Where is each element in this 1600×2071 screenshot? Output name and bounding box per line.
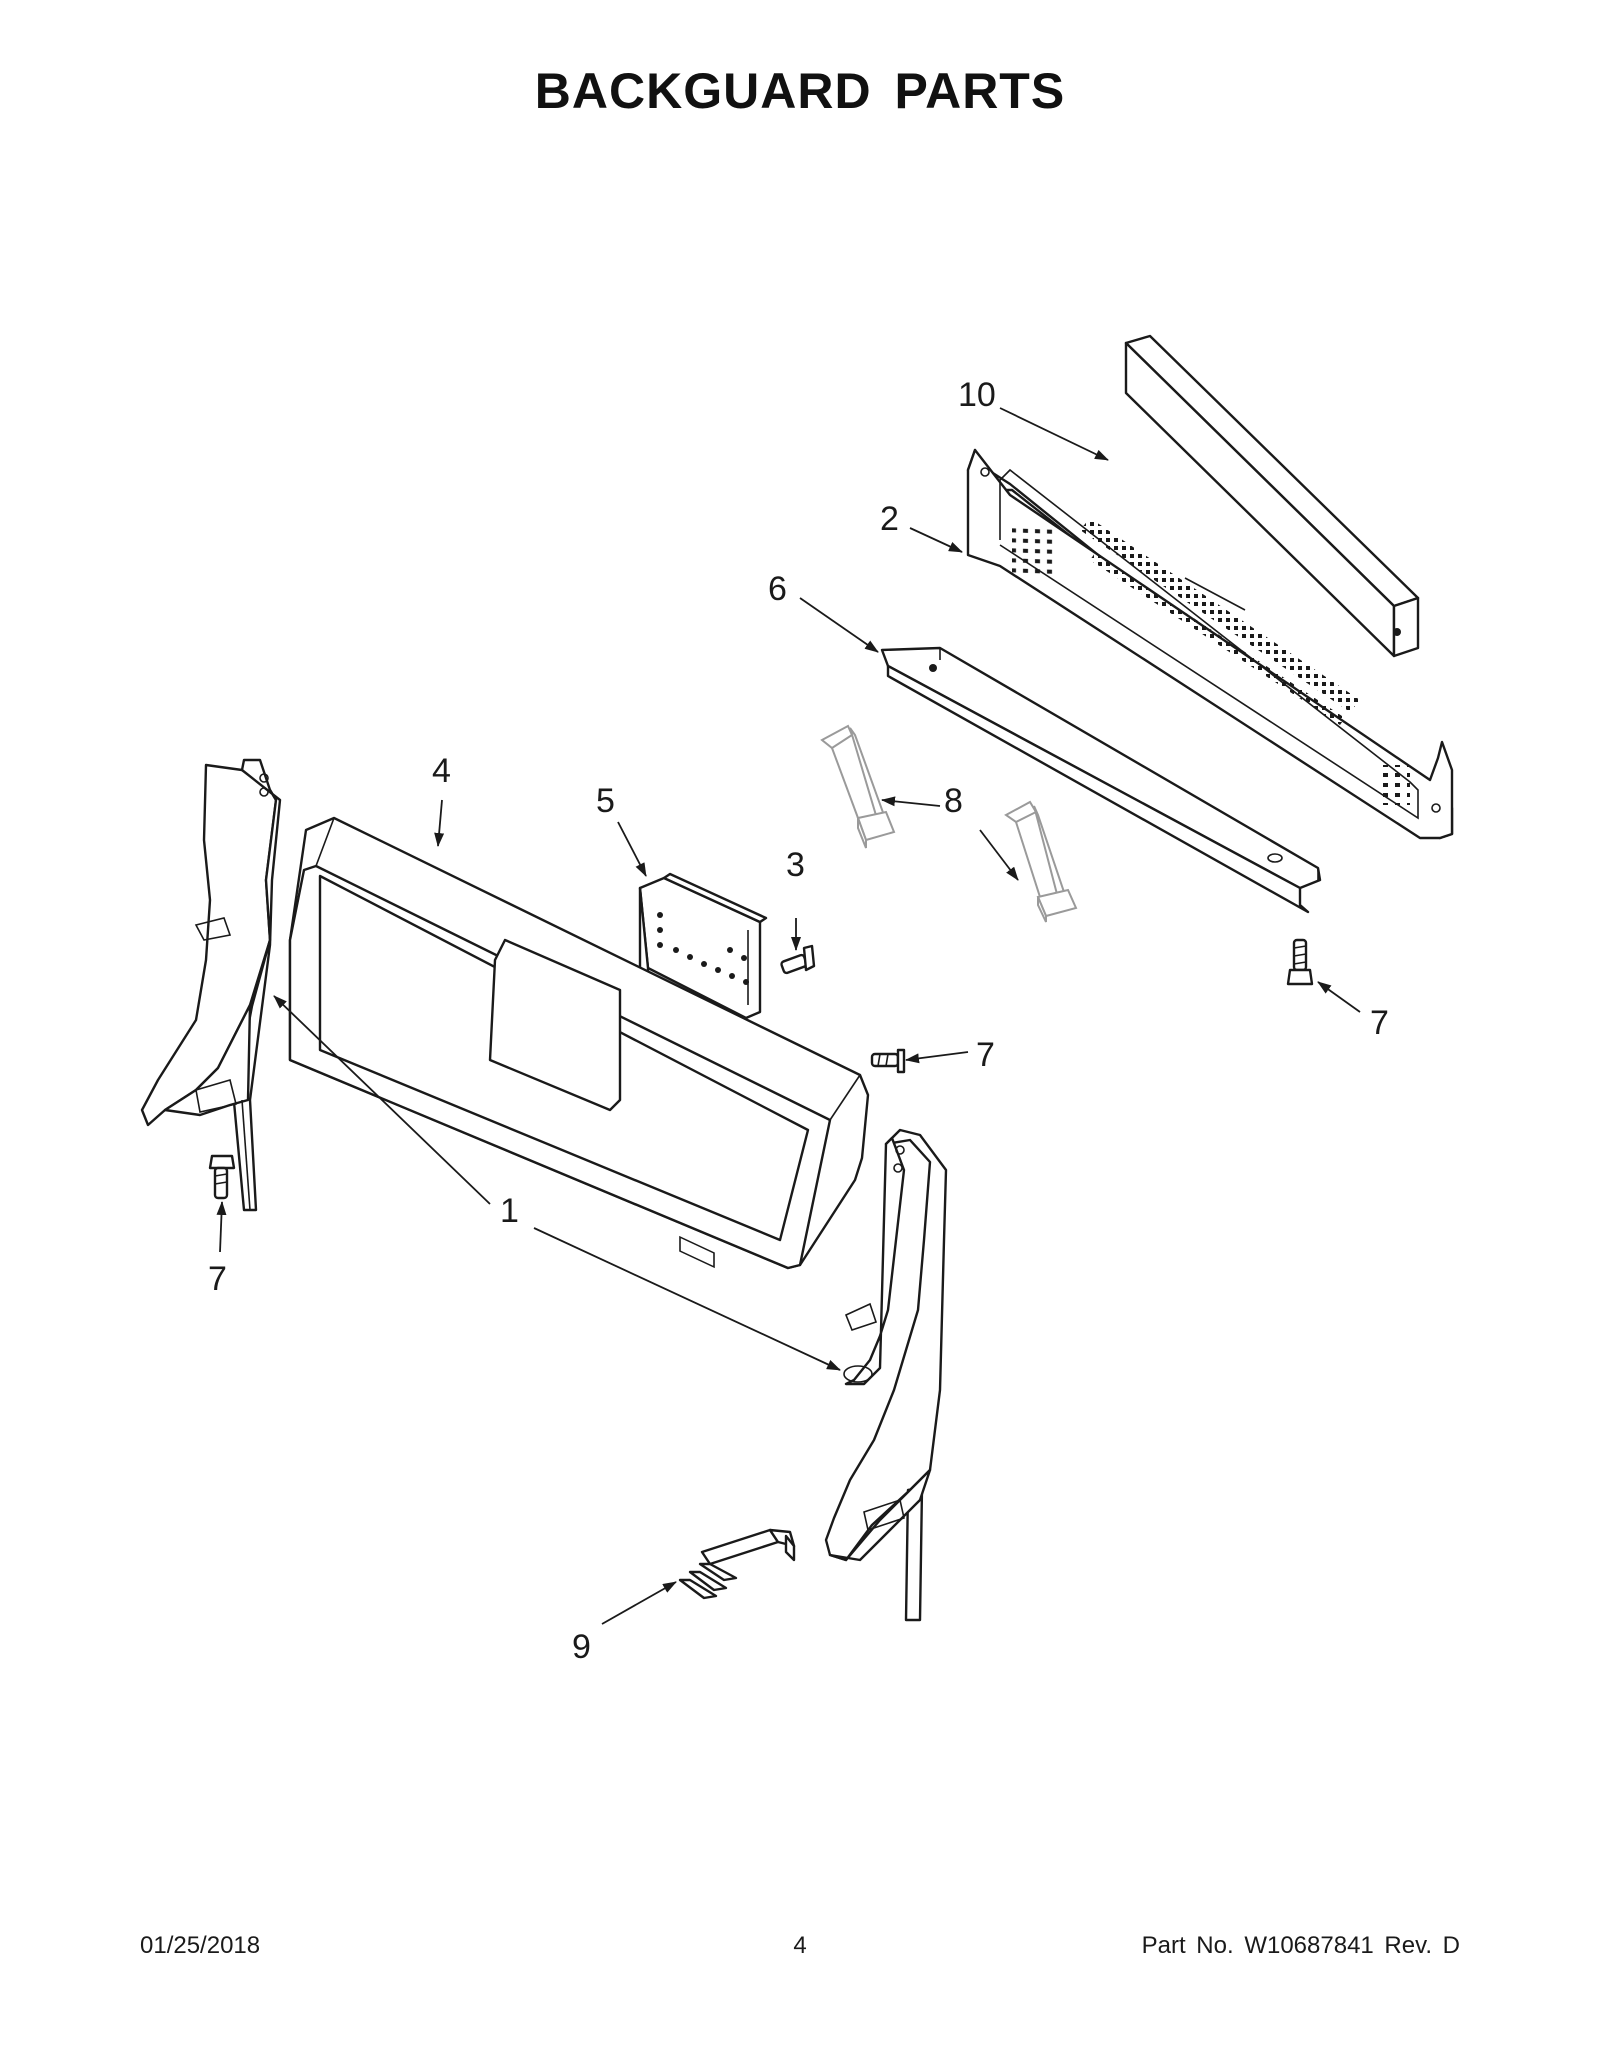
callout-7-right: 7 [1370,1004,1389,1042]
part-4-control-panel [288,816,870,1270]
part-7-screw-right [1286,938,1314,986]
leader-1-left [273,995,491,1205]
part-9-bracket-clip [678,1528,796,1600]
callout-3: 3 [786,846,805,884]
part-7-screw-middle [870,1048,906,1074]
callout-6: 6 [768,570,787,608]
leader-2 [909,527,963,553]
callout-1: 1 [500,1192,519,1230]
part-8-bracket-left [820,724,896,849]
leader-lines [216,407,1361,1625]
part-2-rear-panel [966,448,1454,840]
callout-9: 9 [572,1628,591,1666]
callout-labels: 10 2 6 4 5 3 8 7 7 7 1 9 [208,376,1389,1666]
callout-2: 2 [880,500,899,538]
part-1-end-cap-left [140,758,282,1212]
footer-part-number: Part No. W10687841 Rev. D [1141,1932,1460,1959]
callout-5: 5 [596,782,615,820]
leader-5 [617,821,647,877]
part-1-end-cap-right [824,1128,948,1622]
leader-10 [999,407,1109,461]
part-6-rear-bracket [880,646,1322,914]
footer-date: 01/25/2018 [140,1932,261,1959]
leader-4 [434,799,445,847]
part-8-support-brackets [820,724,1078,923]
leader-7-middle [905,1051,969,1064]
leader-6 [799,597,879,653]
leader-8-b [979,829,1019,881]
part-5-control-board [638,872,768,1269]
leader-1-right [533,1227,841,1371]
leader-7-right [1317,981,1361,1013]
footer-page-number: 4 [793,1932,807,1959]
callout-7-left: 7 [208,1260,227,1298]
leader-8-a [881,796,941,807]
part-8-bracket-right [1004,800,1078,923]
callout-8: 8 [944,782,963,820]
part-10-insulation [1124,334,1420,658]
callout-7-middle: 7 [976,1036,995,1074]
callout-10: 10 [958,376,996,414]
leader-7-left [216,1201,227,1253]
callout-4: 4 [432,752,451,790]
part-3-screw [780,944,816,975]
page-title: BACKGUARD PARTS [534,63,1066,119]
leader-9 [601,1581,677,1625]
part-7-screw-left [208,1154,236,1200]
